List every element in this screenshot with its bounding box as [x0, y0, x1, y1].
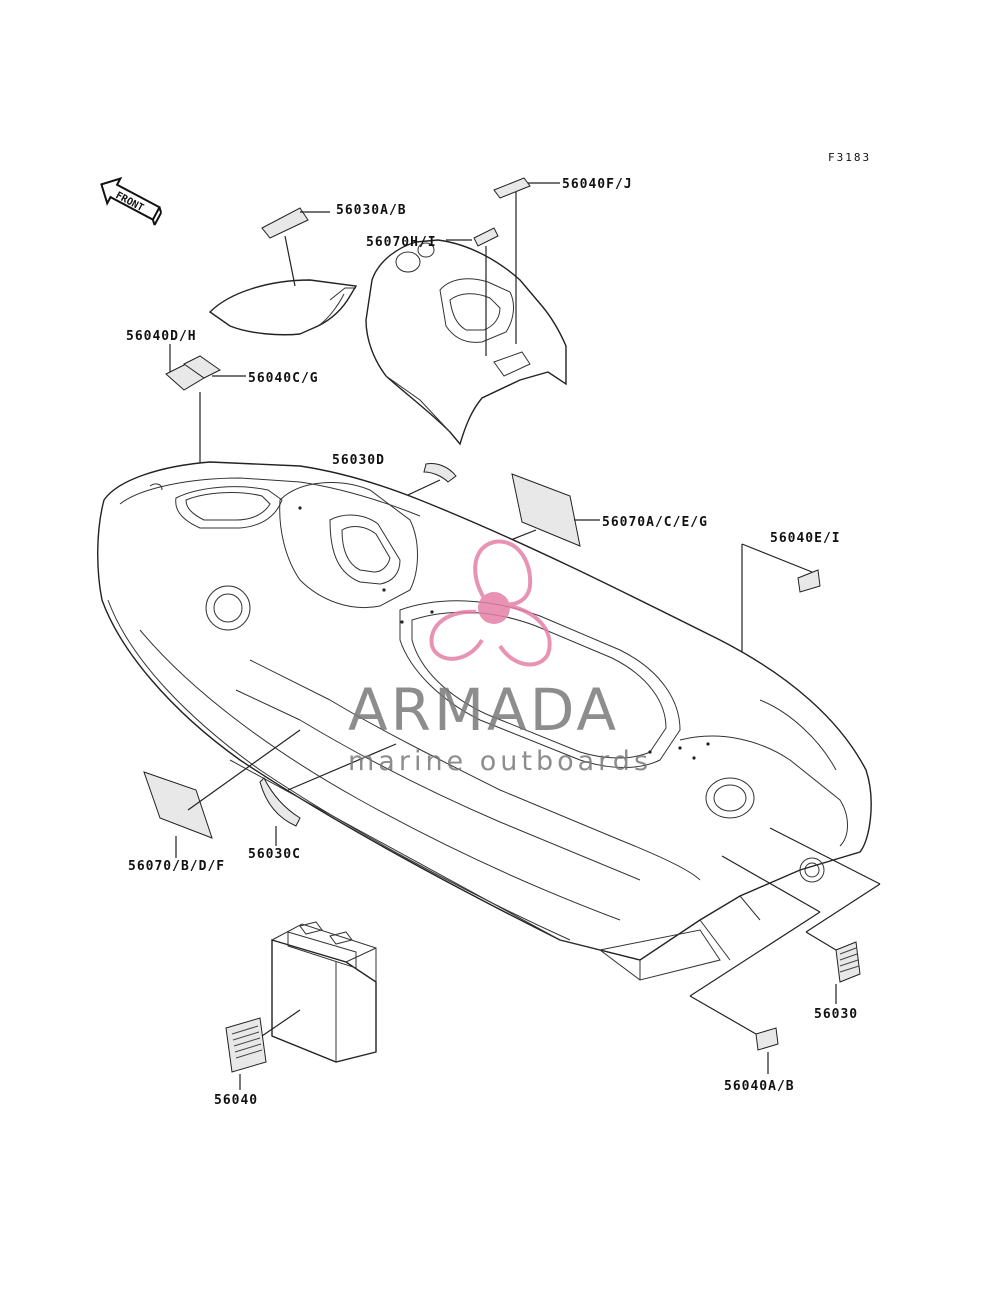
callout-56070ACEG: 56070A/C/E/G — [602, 515, 708, 530]
callout-56040AB: 56040A/B — [724, 1079, 795, 1094]
callout-56030AB: 56030A/B — [336, 203, 407, 218]
decal-56070BDF — [143, 771, 213, 839]
decal-56040FJ — [493, 177, 531, 199]
decal-56030 — [835, 941, 861, 983]
callout-56040: 56040 — [214, 1093, 258, 1108]
decal-56040CG — [183, 355, 221, 379]
callout-56040DH: 56040D/H — [126, 329, 197, 344]
decal-56070ACEG — [511, 473, 581, 547]
decal-56030C — [259, 777, 301, 827]
handle-pole-cover-part — [365, 239, 567, 446]
callout-56040CG: 56040C/G — [248, 371, 319, 386]
decal-56070HI — [473, 227, 499, 247]
decal-56030AB — [261, 207, 309, 239]
callout-56030: 56030 — [814, 1007, 858, 1022]
callout-56030D: 56030D — [332, 453, 385, 468]
propeller-logo-icon — [429, 539, 552, 667]
hull-body-part — [97, 461, 872, 981]
decal-56040EI — [797, 569, 821, 593]
watermark-tagline: marine outboards — [348, 746, 652, 777]
watermark-brand: ARMADA — [348, 676, 619, 744]
callout-56040FJ: 56040F/J — [562, 177, 633, 192]
callout-56030C: 56030C — [248, 847, 301, 862]
callout-56070BDF: 56070/B/D/F — [128, 859, 225, 874]
decal-56040AB — [755, 1027, 779, 1051]
battery-part — [271, 921, 377, 1063]
armada-watermark: ARMADA marine outboards — [348, 539, 652, 777]
decal-56030D — [423, 463, 457, 483]
callout-56040EI: 56040E/I — [770, 531, 841, 546]
decal-56040 — [225, 1017, 267, 1073]
figure-code: F3183 — [828, 151, 871, 164]
callout-56070HI: 56070H/I — [366, 235, 437, 250]
seat-cover-part — [208, 279, 358, 336]
front-arrow-icon: FRONT — [100, 176, 163, 226]
